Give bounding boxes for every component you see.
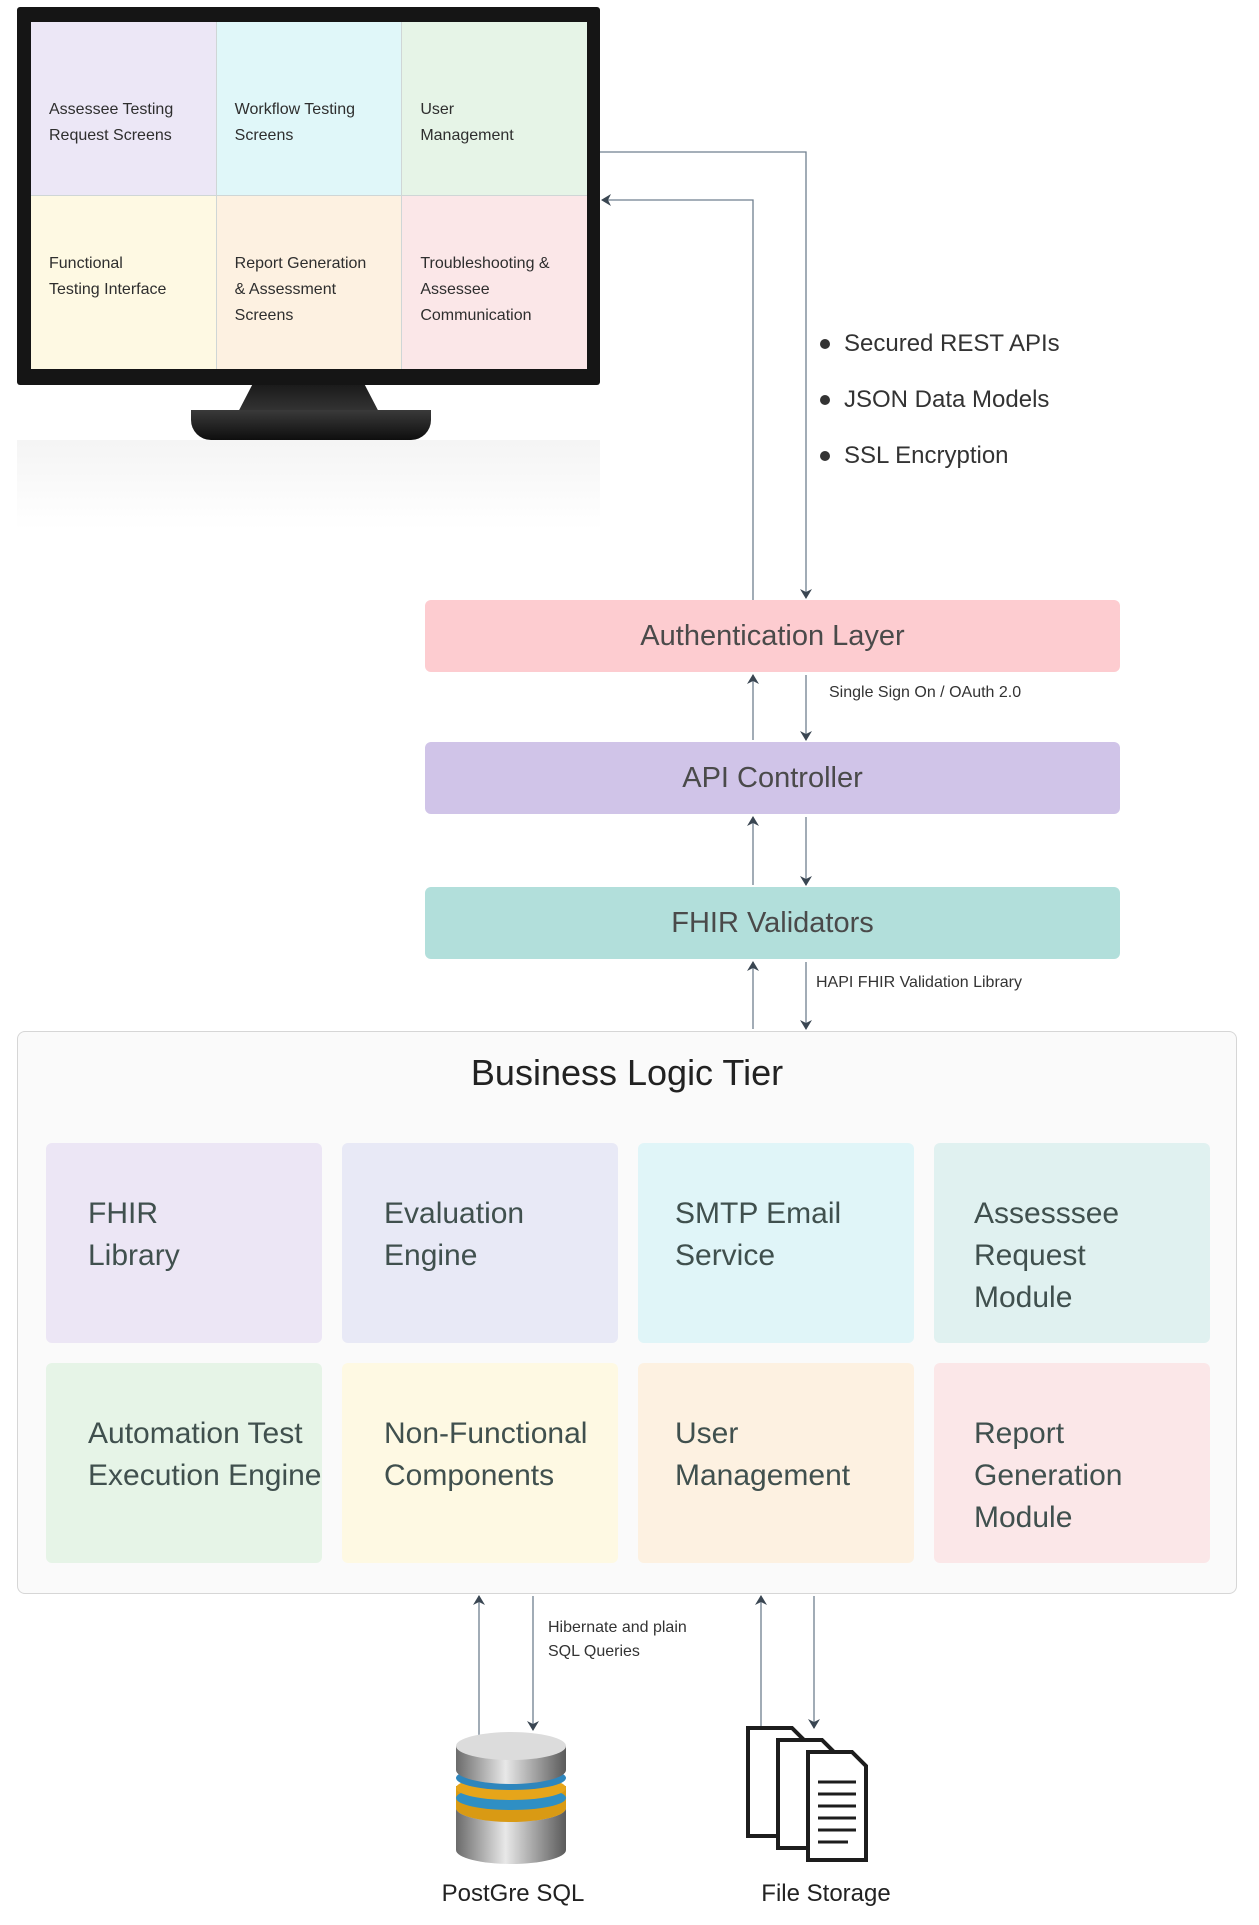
postgres-label: PostGre SQL [441, 1880, 585, 1907]
fhir-validators-layer: FHIR Validators [425, 887, 1120, 959]
hibernate-sql-note: Hibernate and plain SQL Queries [548, 1619, 687, 1660]
sso-oauth-note: Single Sign On / OAuth 2.0 [829, 684, 1022, 701]
module-evaluation-engine: Evaluation Engine [342, 1143, 618, 1343]
api-features-list: Secured REST APIs JSON Data Models SSL E… [820, 316, 1060, 484]
module-non-functional-components: Non-Functional Components [342, 1363, 618, 1563]
module-report-generation: Report Generation Module [934, 1363, 1210, 1563]
api-feature-item: SSL Encryption [820, 428, 1060, 484]
module-automation-test-engine: Automation Test Execution Engine [46, 1363, 322, 1563]
hapi-fhir-note: HAPI FHIR Validation Library [816, 974, 1022, 991]
file-storage-icon [746, 1726, 868, 1862]
file-storage-label: File Storage [761, 1880, 891, 1907]
module-user-management: User Management [638, 1363, 914, 1563]
bullet-icon [820, 339, 830, 349]
screen-tile-report-generation: Report Generation & Assessment Screens [216, 196, 402, 369]
module-fhir-library: FHIR Library [46, 1143, 322, 1343]
module-smtp-email-service: SMTP Email Service [638, 1143, 914, 1343]
screen-tile-assessee-testing: Assessee Testing Request Screens [31, 22, 216, 195]
monitor-stand-base [191, 410, 431, 440]
monitor-reflection [17, 440, 600, 530]
connector-auth-to-monitor [601, 194, 754, 600]
authentication-layer: Authentication Layer [425, 600, 1120, 672]
api-controller-layer: API Controller [425, 742, 1120, 814]
monitor-screen: Assessee Testing Request Screens Workflo… [31, 22, 587, 369]
api-feature-item: JSON Data Models [820, 372, 1060, 428]
screen-tile-workflow-testing: Workflow Testing Screens [216, 22, 402, 195]
database-icon [456, 1732, 566, 1864]
connector-monitor-to-auth [600, 151, 812, 599]
business-logic-tier-title: Business Logic Tier [470, 1052, 784, 1093]
screen-tile-troubleshooting: Troubleshooting & Assessee Communication [402, 196, 587, 369]
screen-tile-user-management: User Management [402, 22, 587, 195]
screen-tile-functional-testing: Functional Testing Interface [31, 196, 216, 369]
bullet-icon [820, 395, 830, 405]
module-assessee-request: Assesssee Request Module [934, 1143, 1210, 1343]
api-feature-item: Secured REST APIs [820, 316, 1060, 372]
bullet-icon [820, 451, 830, 461]
